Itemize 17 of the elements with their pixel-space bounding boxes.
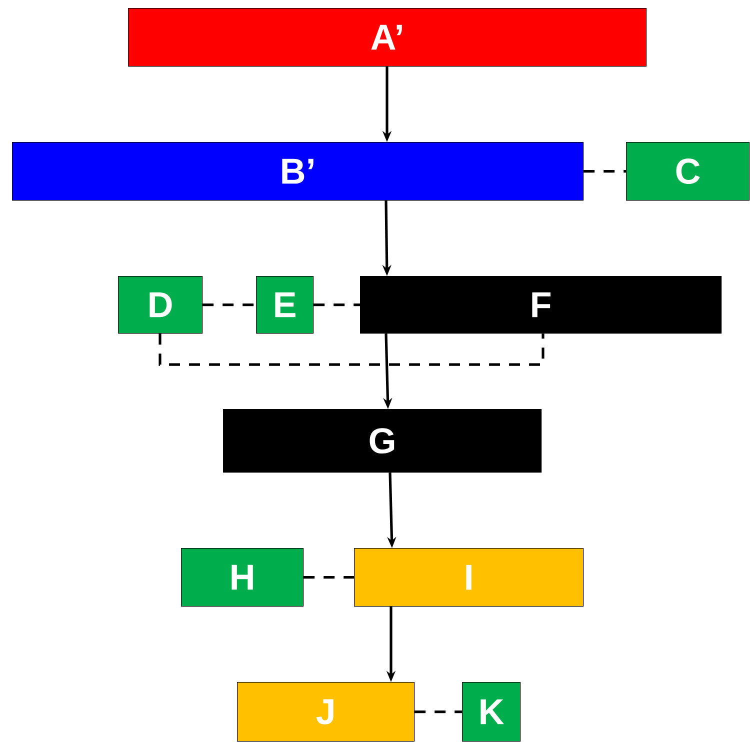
connector xyxy=(158,334,544,366)
header-box: A’ xyxy=(128,8,647,67)
side-box: H xyxy=(181,548,304,607)
side-box: D xyxy=(118,276,203,334)
connector xyxy=(304,576,354,579)
side-box: E xyxy=(256,276,314,334)
connector xyxy=(584,170,626,173)
process-box: B’ xyxy=(12,142,584,201)
process-box: F xyxy=(360,276,722,334)
process-box: J xyxy=(237,682,415,742)
process-box: G xyxy=(223,409,542,473)
process-box: I xyxy=(354,548,584,607)
side-box: K xyxy=(462,682,521,742)
connector xyxy=(202,304,256,306)
side-box: C xyxy=(626,142,750,201)
connector xyxy=(314,304,360,306)
connector xyxy=(414,710,462,714)
